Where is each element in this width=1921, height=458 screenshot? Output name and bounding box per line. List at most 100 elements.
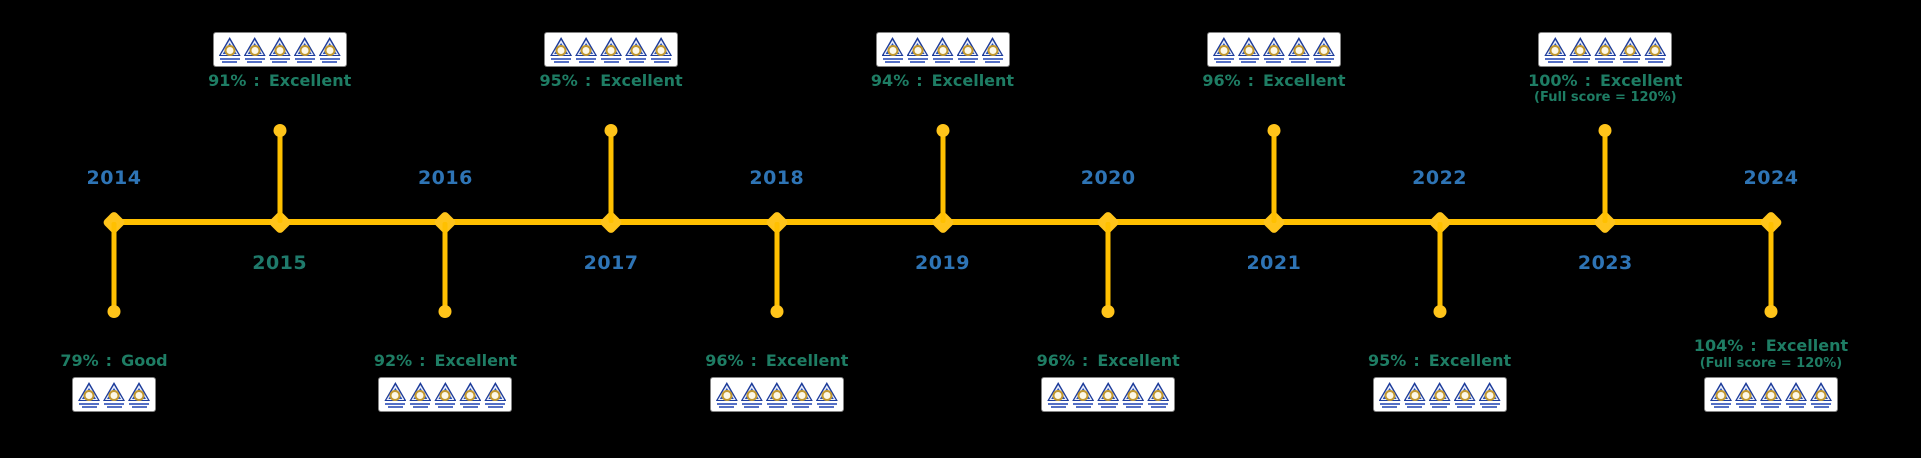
triangle-award-badge-icon — [128, 382, 150, 408]
score-value: 91% — [208, 71, 247, 90]
connector-stem — [1602, 130, 1608, 223]
score-label: 100%:Excellent — [1528, 71, 1682, 90]
year-label: 2022 — [1412, 167, 1468, 189]
rating-text: Excellent — [434, 351, 517, 370]
score-value: 79% — [60, 351, 99, 370]
triangle-award-badge-icon — [1312, 37, 1335, 63]
triangle-award-badge-icon — [1047, 382, 1070, 408]
rating-text: Excellent — [931, 71, 1015, 90]
stem-end-dot — [107, 305, 121, 318]
rating-text: Excellent — [600, 71, 683, 90]
connector-stem — [111, 222, 117, 312]
rating-text: Excellent — [1599, 71, 1683, 90]
triangle-award-badge-icon — [459, 382, 482, 408]
triangle-award-badge-icon — [409, 382, 432, 408]
triangle-award-badge-icon — [715, 382, 738, 408]
triangle-award-badge-icon — [243, 37, 266, 63]
score-separator: : — [105, 351, 113, 370]
year-label: 2018 — [749, 167, 805, 189]
triangle-award-badge-icon — [1760, 382, 1782, 408]
triangle-award-badge-icon — [318, 37, 341, 63]
badge-row — [1539, 33, 1672, 66]
triangle-award-badge-icon — [575, 37, 598, 63]
badge-row — [1042, 378, 1175, 411]
score-label: 95%:Excellent — [1368, 351, 1511, 370]
triangle-award-badge-icon — [1212, 37, 1235, 63]
year-label: 2019 — [915, 252, 970, 274]
full-score-note: (Full score = 120%) — [1699, 356, 1843, 371]
triangle-award-badge-icon — [293, 37, 316, 63]
triangle-award-badge-icon — [931, 37, 954, 63]
full-score-note: (Full score = 120%) — [1534, 90, 1677, 105]
badge-row — [1207, 33, 1340, 66]
score-value: 104% — [1693, 336, 1744, 355]
triangle-award-badge-icon — [1569, 37, 1592, 63]
score-label: 96%:Excellent — [1037, 351, 1180, 370]
triangle-award-badge-icon — [625, 37, 648, 63]
score-value: 96% — [705, 351, 744, 370]
rating-text: Excellent — [1097, 351, 1180, 370]
triangle-award-badge-icon — [1810, 382, 1832, 408]
badge-row — [876, 33, 1009, 66]
badge-row — [545, 33, 678, 66]
triangle-award-badge-icon — [1262, 37, 1285, 63]
triangle-award-badge-icon — [1122, 382, 1145, 408]
badge-row — [710, 378, 843, 411]
year-label: 2021 — [1246, 252, 1302, 274]
triangle-award-badge-icon — [1403, 382, 1426, 408]
triangle-award-badge-icon — [956, 37, 979, 63]
stem-end-dot — [273, 124, 287, 137]
stem-end-dot — [1101, 305, 1115, 318]
score-value: 94% — [870, 71, 910, 90]
stem-end-dot — [1598, 124, 1612, 137]
score-label: 79%:Good — [60, 351, 167, 370]
connector-stem — [1768, 222, 1774, 312]
triangle-award-badge-icon — [484, 382, 507, 408]
score-value: 96% — [1202, 71, 1241, 90]
score-separator: : — [419, 351, 426, 370]
connector-stem — [1437, 222, 1443, 312]
score-label: 94%:Excellent — [871, 71, 1014, 90]
year-label: 2014 — [86, 167, 142, 189]
triangle-award-badge-icon — [1478, 382, 1501, 408]
connector-stem — [1105, 222, 1111, 312]
score-value: 100% — [1528, 71, 1578, 90]
badge-row — [73, 378, 155, 411]
triangle-award-badge-icon — [1644, 37, 1667, 63]
connector-stem — [774, 222, 780, 312]
connector-stem — [1271, 130, 1277, 223]
badge-row — [1373, 378, 1506, 411]
score-separator: : — [1413, 351, 1420, 370]
connector-stem — [277, 130, 283, 223]
triangle-award-badge-icon — [1710, 382, 1732, 408]
triangle-award-badge-icon — [218, 37, 241, 63]
triangle-award-badge-icon — [1785, 382, 1807, 408]
connector-stem — [940, 130, 945, 223]
score-separator: : — [1247, 71, 1255, 90]
score-value: 95% — [1368, 351, 1407, 370]
badge-row — [1705, 378, 1837, 411]
score-label: 95%:Excellent — [540, 71, 683, 90]
triangle-award-badge-icon — [1735, 382, 1757, 408]
score-label: 96%:Excellent — [705, 351, 848, 370]
triangle-award-badge-icon — [1544, 37, 1567, 63]
triangle-award-badge-icon — [765, 382, 788, 408]
triangle-award-badge-icon — [1147, 382, 1170, 408]
triangle-award-badge-icon — [1594, 37, 1617, 63]
stem-end-dot — [604, 124, 618, 137]
triangle-award-badge-icon — [103, 382, 125, 408]
rating-text: Excellent — [765, 351, 849, 370]
rating-text: Excellent — [1263, 71, 1346, 90]
triangle-award-badge-icon — [1428, 382, 1451, 408]
year-label: 2016 — [417, 167, 473, 189]
triangle-award-badge-icon — [650, 37, 673, 63]
score-label: 96%: Excellent — [1202, 71, 1345, 90]
triangle-award-badge-icon — [1097, 382, 1120, 408]
score-label: 91%:Excellent — [208, 71, 351, 90]
triangle-award-badge-icon — [1072, 382, 1095, 408]
triangle-award-badge-icon — [1378, 382, 1401, 408]
triangle-award-badge-icon — [268, 37, 291, 63]
score-separator: : — [584, 71, 592, 90]
connector-stem — [442, 222, 448, 312]
year-label: 2023 — [1577, 252, 1633, 274]
